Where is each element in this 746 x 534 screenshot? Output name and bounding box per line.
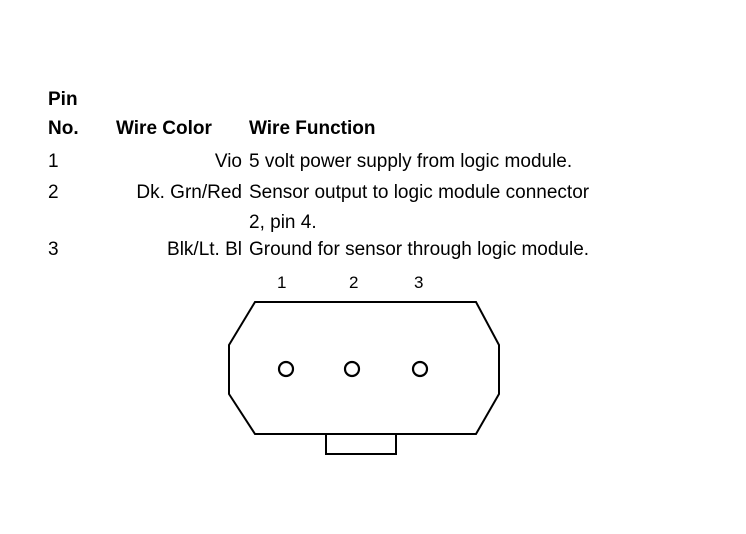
header-wire-function: Wire Function [249,118,376,139]
row-1-function: 5 volt power supply from logic module. [249,151,573,172]
connector-pin-3-terminal [411,360,429,378]
connector-pin-2-terminal [343,360,361,378]
connector-pin-label-3: 3 [414,273,424,292]
connector-body [228,301,500,435]
row-3-function: Ground for sensor through logic module. [249,239,590,260]
connector-pin-label-2: 2 [349,273,359,292]
row-3-color: Blk/Lt. Bl [167,239,242,260]
row-2-color: Dk. Grn/Red [136,182,242,203]
row-2-pin: 2 [48,182,59,203]
header-wire-color: Wire Color [116,118,212,139]
row-2-function-line-2: 2, pin 4. [249,212,317,233]
header-pin-label-line1: Pin [48,89,78,110]
connector-locking-tab [325,434,397,455]
header-pin-label-line2: No. [48,118,79,139]
row-1-pin: 1 [48,151,59,172]
connector-pin-1-terminal [277,360,295,378]
row-1-color: Vio [214,151,242,172]
connector-pin-label-1: 1 [277,273,287,292]
row-2-function-line-1: Sensor output to logic module connector [249,182,590,203]
row-3-pin: 3 [48,239,59,260]
